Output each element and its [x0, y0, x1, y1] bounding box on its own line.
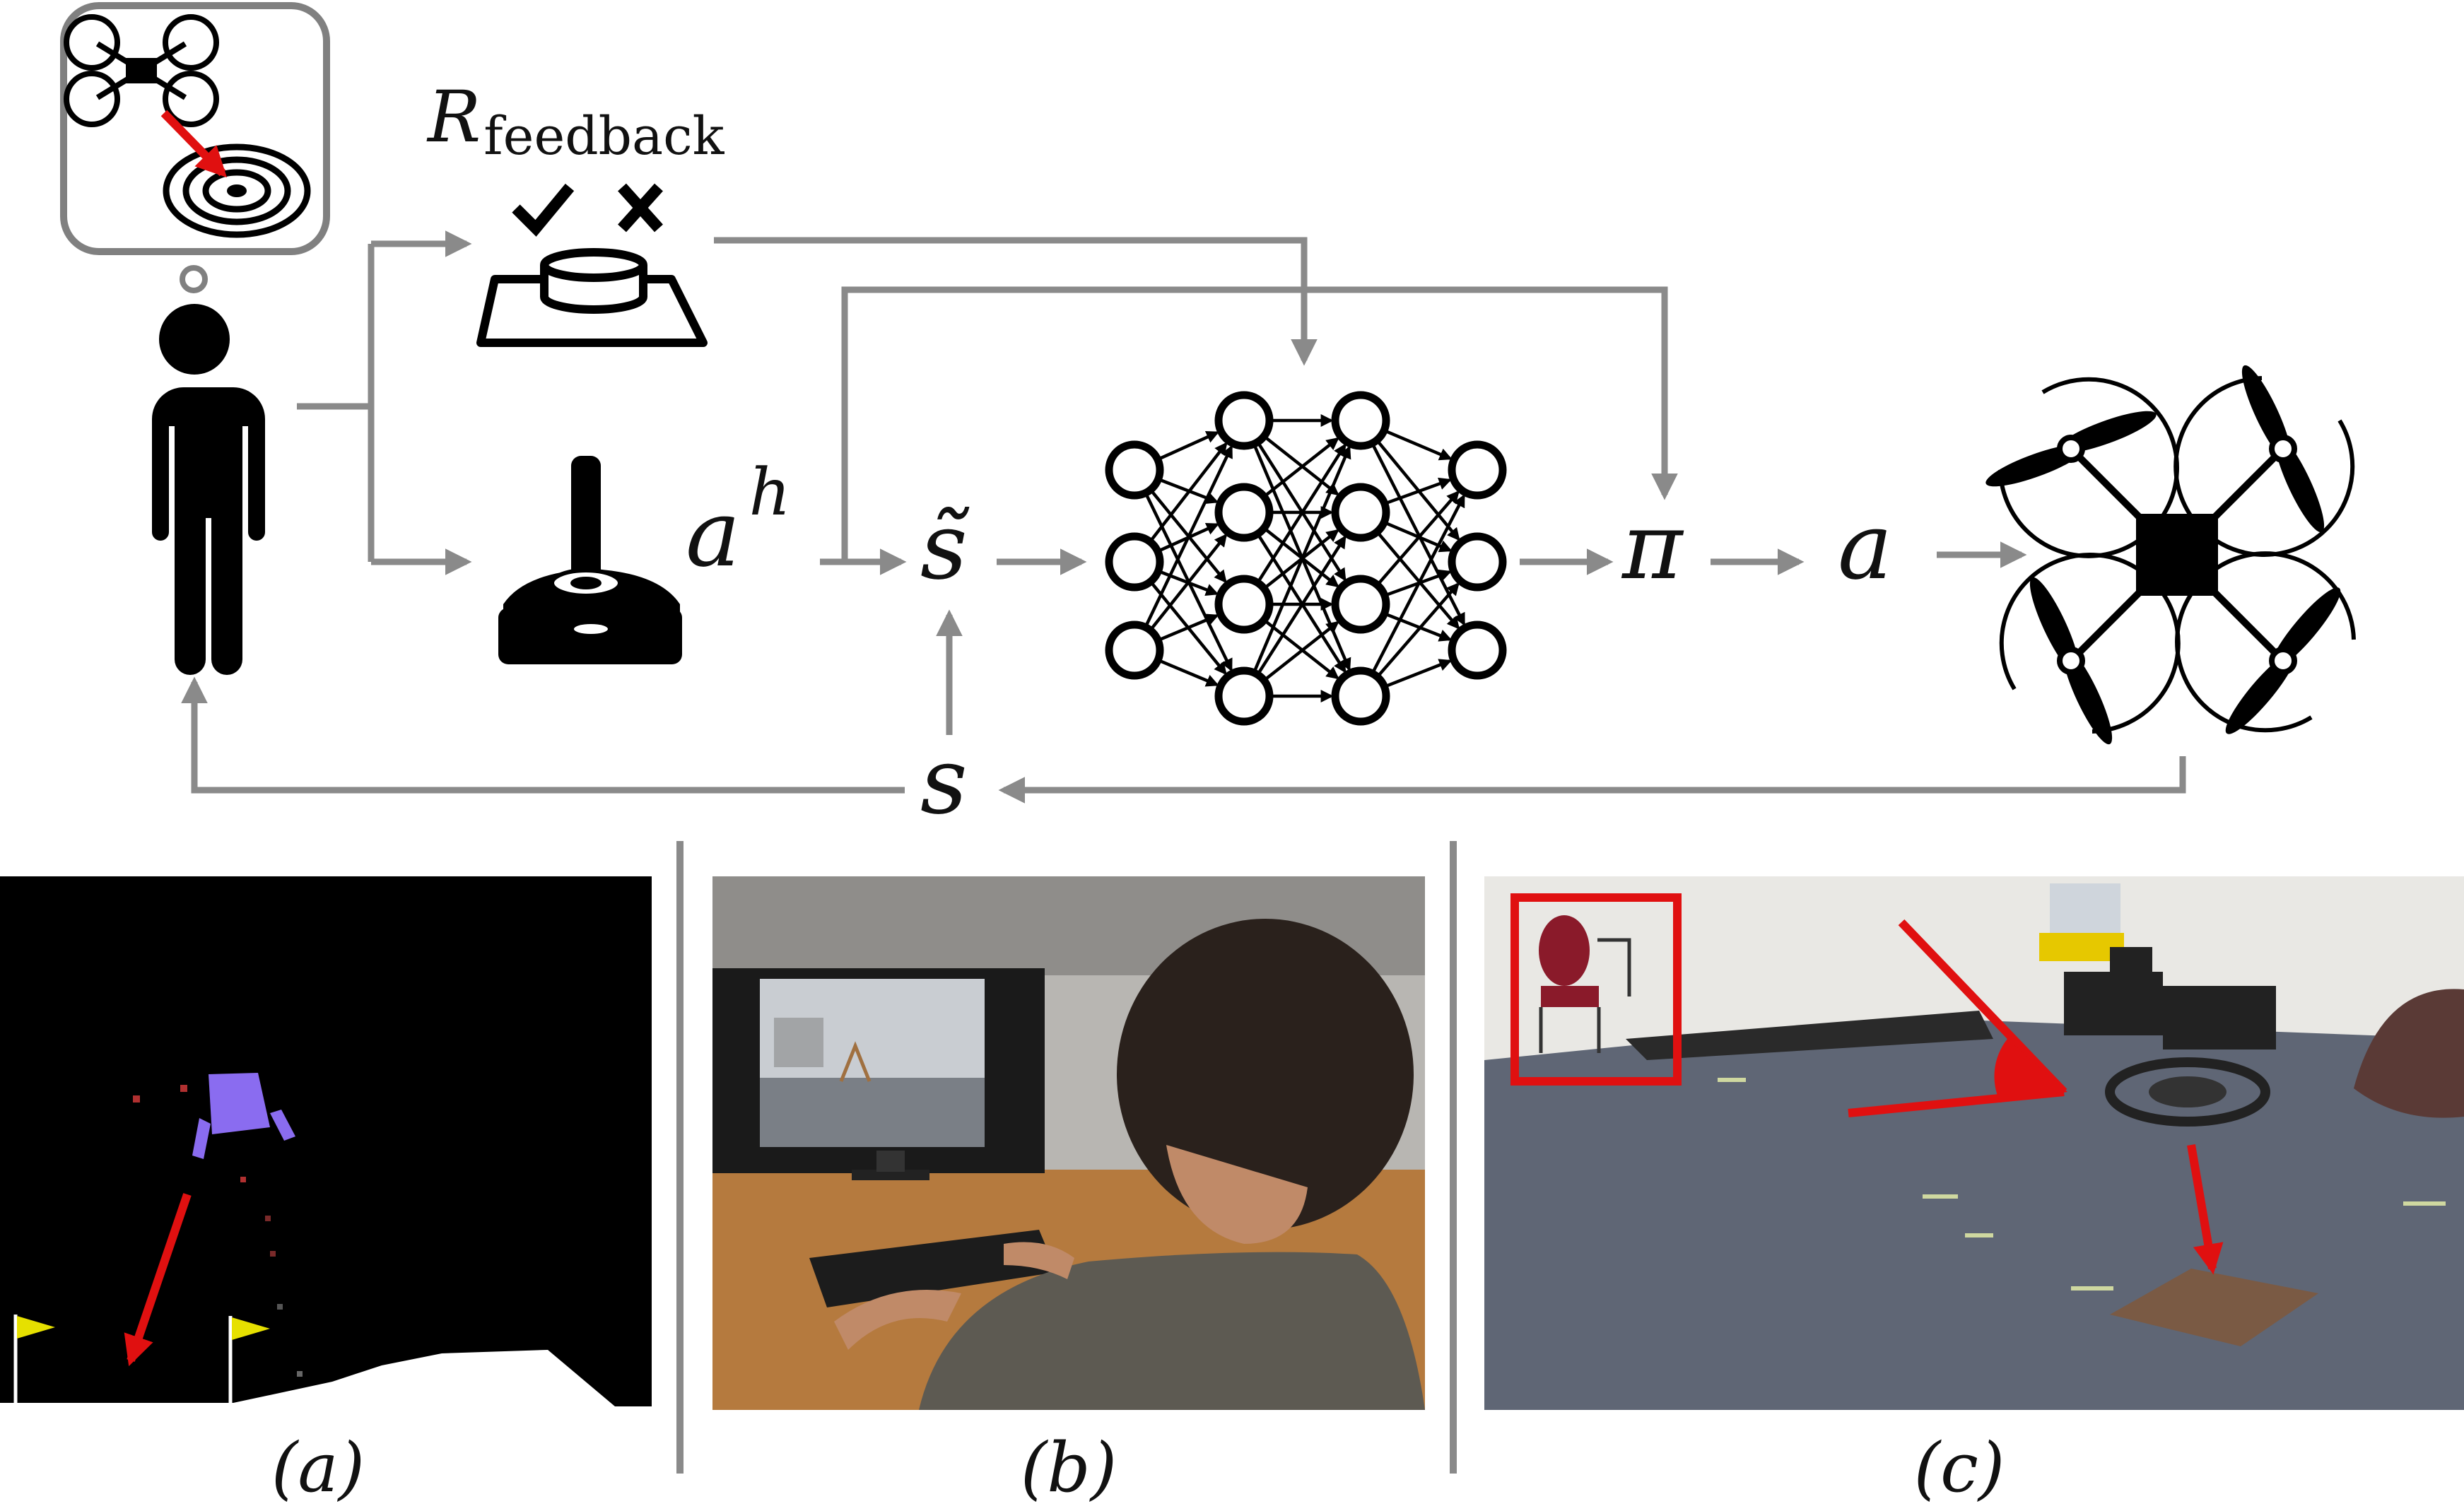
network-node [1448, 532, 1507, 592]
network-node [1331, 666, 1390, 726]
network-edge [1383, 520, 1453, 553]
panel-a-lunar-lander [0, 876, 652, 1410]
network-edge [1149, 442, 1228, 543]
flow-arrows [181, 230, 2186, 804]
chair [1539, 915, 1631, 1053]
network-edge [1144, 445, 1233, 628]
monitor [712, 968, 1045, 1180]
network-node [1448, 621, 1507, 680]
obstacle-highlight-box [1510, 893, 1682, 1086]
person-user [834, 919, 1425, 1410]
network-edge [1256, 443, 1347, 584]
network-node [1105, 621, 1164, 680]
landing-flag-right [228, 1316, 270, 1403]
network-node [1214, 391, 1274, 450]
network-node [1331, 391, 1390, 450]
panel-c-real-drone [1484, 876, 2464, 1410]
network-node [1331, 575, 1390, 634]
network-edge [1256, 441, 1347, 582]
arrow-feedback-to-network [714, 237, 1318, 366]
caption-a: (a) [271, 1428, 365, 1507]
network-edge [1375, 582, 1460, 678]
network-edge [1375, 439, 1460, 541]
action-label: a [1838, 493, 1893, 600]
network-edge [1375, 531, 1460, 630]
arrow-drone-to-state [998, 756, 2186, 804]
network-edge [1384, 477, 1452, 505]
heading-angle-annotation [1848, 919, 2067, 1117]
network-node [1214, 483, 1274, 542]
storage-bins [2039, 883, 2276, 1050]
landing-flag-left [13, 1315, 55, 1403]
network-edge [1383, 612, 1453, 642]
network-edge [1252, 445, 1351, 674]
thought-bubble [60, 2, 330, 293]
quadrotor-icon [1985, 365, 2356, 745]
keyboard [809, 1230, 1057, 1307]
network-edge [1383, 659, 1453, 688]
network-edge [1157, 613, 1219, 642]
network-edge [1256, 533, 1347, 674]
network-node [1214, 666, 1274, 726]
network-node [1331, 483, 1390, 542]
network-edge [1383, 428, 1453, 461]
joystick-icon [498, 456, 682, 664]
network-edge [1149, 534, 1228, 632]
network-edge [1375, 490, 1460, 587]
network-edge [1262, 618, 1339, 680]
drone-landing-goal-icon [64, 14, 311, 238]
network-node [1105, 440, 1164, 500]
network-node [1105, 532, 1164, 592]
arrow-ah-to-policy [841, 286, 1678, 562]
real-drone [2105, 1057, 2270, 1127]
network-edge [1262, 435, 1339, 496]
feedback-button-icon [476, 183, 708, 347]
network-edge [1256, 535, 1347, 676]
network-node [1214, 575, 1274, 634]
person-icon [152, 304, 265, 675]
network-edge [1371, 494, 1465, 675]
network-node [1448, 440, 1507, 500]
network-edge [1262, 527, 1339, 588]
network-edge [1262, 621, 1339, 682]
reward-label: Rfeedback [426, 76, 725, 167]
network-edge [1156, 431, 1220, 461]
shared-state-label: s̃ [920, 493, 970, 600]
policy-label: π [1621, 493, 1684, 600]
network-edge [1157, 658, 1219, 687]
state-label: s [920, 727, 968, 835]
network-edge [1262, 437, 1339, 498]
neural-network-icon [1105, 391, 1507, 726]
caption-c: (c) [1914, 1428, 2005, 1507]
landing-pad [2110, 1269, 2318, 1346]
panel-b-user-study [712, 876, 1425, 1410]
lander [133, 1073, 303, 1377]
caption-b: (b) [1021, 1428, 1117, 1507]
arrow-state-to-human [181, 676, 905, 794]
